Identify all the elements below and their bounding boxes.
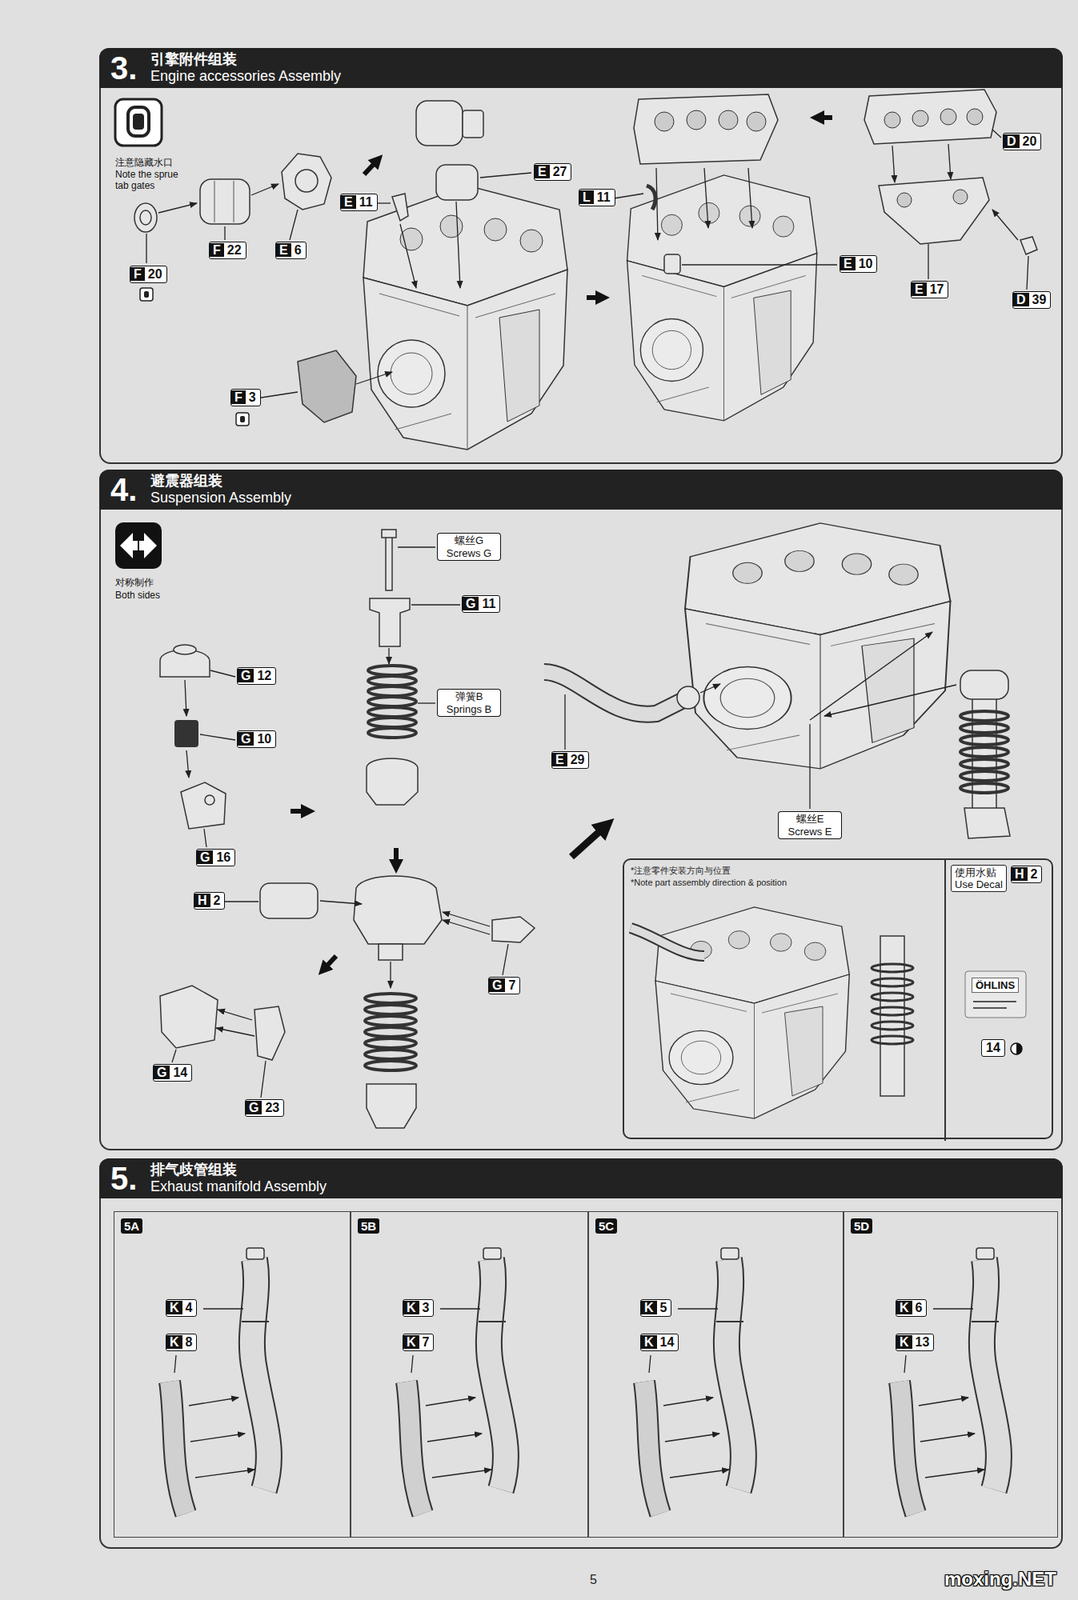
callout-number: K13 <box>895 1334 934 1352</box>
callout-number: K4 <box>165 1299 197 1318</box>
spring-label: Springs B <box>436 702 501 718</box>
note-text: *Note part assembly direction & position <box>630 877 787 889</box>
callout-number: F3 <box>230 388 261 407</box>
callout-number: E27 <box>533 163 572 181</box>
decal-box: 使用水贴Use Decal <box>944 860 1055 1142</box>
callout-number: E29 <box>551 751 590 770</box>
callout-number: E17 <box>910 280 949 299</box>
header-band: 4. 避震器组装Suspension Assembly <box>99 469 1063 510</box>
step-number: 5. <box>110 1160 137 1198</box>
callout-number: G10 <box>236 730 277 749</box>
callout-number: H2 <box>1010 865 1042 884</box>
callout-number: D39 <box>1012 291 1051 309</box>
note-text: Both sides <box>115 589 189 602</box>
decal-text: Use Decal <box>954 878 1003 891</box>
callout-number: E10 <box>839 255 878 273</box>
screw-label: 螺丝E <box>777 811 842 826</box>
header-band: 5. 排气歧管组装Exhaust manifold Assembly <box>99 1158 1063 1199</box>
callout-number: G11 <box>461 595 501 614</box>
step-title-zh: 排气歧管组装 <box>150 1161 237 1179</box>
step-title-en: Engine accessories Assembly <box>150 67 341 85</box>
callout-number: F22 <box>208 241 247 260</box>
callout-number: K7 <box>402 1334 434 1352</box>
callout-number: G14 <box>152 1064 193 1083</box>
callout-number: E11 <box>340 193 378 212</box>
screw-label: Screws G <box>436 546 501 562</box>
callout-number: G12 <box>236 667 277 686</box>
callout-number: F20 <box>129 265 168 284</box>
sub-step-label: 5A <box>120 1218 143 1235</box>
note-text: 注意隐藏水口 <box>115 156 189 169</box>
callout-number: G23 <box>244 1099 285 1118</box>
step-number: 3. <box>110 49 137 87</box>
step-panel: 5. 排气歧管组装Exhaust manifold Assembly 5A 5B 5C 5… <box>99 1158 1063 1550</box>
decal-text: 使用水贴 <box>954 866 1003 879</box>
callout-number: D20 <box>1002 132 1042 151</box>
sub-step-label: 5C <box>595 1218 618 1235</box>
callout-number: K8 <box>165 1334 197 1352</box>
step-title-en: Exhaust manifold Assembly <box>150 1178 327 1196</box>
step-title-zh: 引擎附件组装 <box>150 50 237 69</box>
step-number: 4. <box>110 471 137 509</box>
decal-number: 14 <box>981 1039 1006 1058</box>
decal-text: ÖHLINS <box>971 977 1019 994</box>
callout-number: K14 <box>640 1334 679 1352</box>
step-title-zh: 避震器组装 <box>150 472 223 490</box>
callout-number: L11 <box>578 188 616 207</box>
callout-number: K3 <box>402 1299 434 1318</box>
page-number: 5 <box>589 1573 598 1588</box>
header-band: 3. 引擎附件组装Engine accessories Assembly <box>99 48 1063 89</box>
callout-number: G7 <box>488 977 521 995</box>
sub-panel: 5A <box>113 1211 351 1539</box>
screw-label: Screws E <box>777 825 842 840</box>
callout-number: H2 <box>193 892 225 910</box>
note-text: 对称制作 <box>115 577 189 589</box>
step-title-en: Suspension Assembly <box>150 488 292 507</box>
sub-panel: 5D <box>843 1211 1058 1539</box>
sub-step-label: 5B <box>357 1218 380 1235</box>
callout-number: G16 <box>196 849 236 867</box>
callout-number: K5 <box>640 1299 672 1318</box>
callout-number: E6 <box>275 241 307 260</box>
sub-panel: 5B <box>350 1211 589 1539</box>
decal-heading: 使用水贴Use Decal <box>950 865 1007 893</box>
sub-panel: 5C <box>588 1211 844 1539</box>
note-box: *注意零件安装方向与位置*Note part assembly directio… <box>622 858 1054 1140</box>
spring-label: 弹簧B <box>436 689 501 704</box>
callout-number: K6 <box>895 1299 927 1318</box>
screw-label: 螺丝G <box>436 532 501 548</box>
step-panel: 4. 避震器组装Suspension Assembly *注意零件安装方向与位置*N… <box>99 469 1063 1151</box>
note-text: Note the sprue tab gates <box>115 168 189 192</box>
watermark: moxing.NET <box>944 1568 1057 1591</box>
sub-step-label: 5D <box>850 1218 873 1235</box>
note-text: *注意零件安装方向与位置 <box>630 865 731 877</box>
